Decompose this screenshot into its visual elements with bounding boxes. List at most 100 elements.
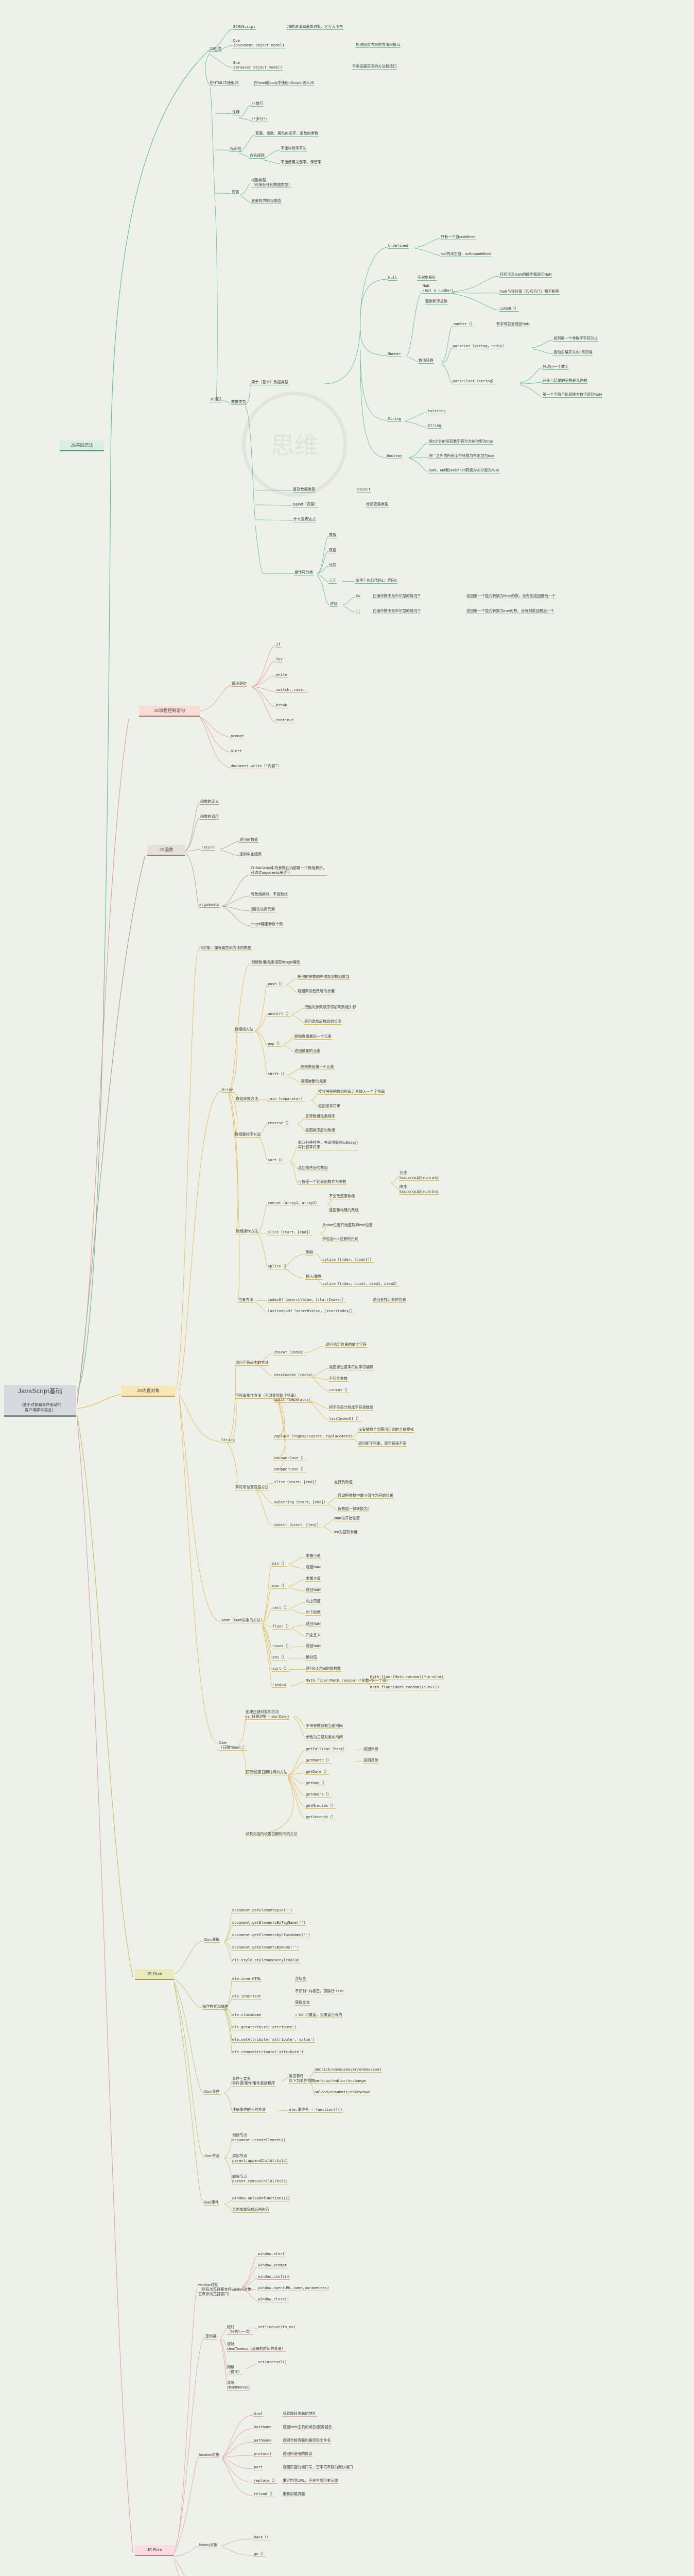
mindmap-node[interactable]: 支持负数值 [334, 1480, 353, 1485]
mindmap-node[interactable]: 清除 clearInterval() [227, 2380, 250, 2391]
mindmap-node[interactable]: 变量 [231, 190, 240, 195]
mindmap-node[interactable]: 参数为日期对象的时间 [305, 1735, 343, 1740]
mindmap-node[interactable]: getSeconds（） [305, 1815, 336, 1820]
mindmap-node[interactable]: 字符串操作方法（不改变原始字符串） [235, 1393, 299, 1399]
mindmap-node[interactable]: getDay（） [305, 1781, 327, 1786]
mindmap-node[interactable]: shift（） [267, 1072, 287, 1077]
mindmap-node[interactable]: Math.floor(Math.random()*(m+1)) [370, 1685, 440, 1690]
mindmap-node[interactable]: 延时 （只执行一次） [227, 2325, 254, 2335]
mindmap-node[interactable]: replace（regexp/substr，replacement） [273, 1434, 355, 1439]
mindmap-node[interactable]: document.getElementsByTagName('') [232, 1920, 306, 1926]
mindmap-node[interactable]: 求最大值 [305, 1576, 321, 1582]
mindmap-node[interactable]: 位置方法 [238, 1297, 254, 1303]
mindmap-node[interactable]: sqrt（） [272, 1666, 289, 1672]
mindmap-node[interactable]: Number [387, 351, 402, 357]
mindmap-node[interactable]: 三元 [328, 578, 337, 584]
mindmap-node[interactable]: Null [388, 275, 398, 281]
mindmap-node[interactable]: 重定向到URL，不会生成历史记录 [282, 2478, 339, 2484]
mindmap-node[interactable]: Dom (document object model) [233, 38, 285, 48]
mindmap-node[interactable]: 检测变量类型 [366, 502, 389, 507]
mindmap-node[interactable]: indexOf（searchValue，[startIndex]） [267, 1297, 346, 1303]
mindmap-node[interactable]: 整数和浮点数 [425, 299, 448, 304]
mindmap-node[interactable]: arguments [199, 902, 220, 908]
mindmap-node[interactable]: 反转数组元素顺序 [305, 1114, 336, 1120]
mindmap-node[interactable]: 数组转换方法 [235, 1096, 259, 1102]
mindmap-node[interactable]: location对象 [199, 2452, 220, 2458]
mindmap-node[interactable]: 删除数组最后一个元素 [294, 1034, 332, 1040]
mindmap-node[interactable]: back（） [253, 2535, 271, 2540]
mindmap-node[interactable]: 页面加载完成后再执行 [232, 2207, 270, 2213]
mindmap-node[interactable]: window对象 （所有浏览器都支持window对象， 它表示浏览器窗口） [198, 2282, 256, 2297]
mindmap-node[interactable]: 负数值一律转换为0 [337, 1506, 370, 1512]
mindmap-node[interactable]: 可接受一个比较函数作为参数 [298, 1179, 347, 1185]
mindmap-node[interactable]: 除0之外的所有数字转为为布尔型为true [428, 439, 494, 445]
mindmap-node[interactable]: 不能以数字开头 [280, 146, 307, 151]
mindmap-node[interactable]: 访问字符串中的方法 [235, 1360, 269, 1366]
branch-title-dom[interactable]: JS Dom [135, 1969, 174, 1980]
mindmap-node[interactable]: unshift（） [267, 1011, 291, 1017]
mindmap-node[interactable]: 数组栈方法 [234, 1027, 254, 1032]
mindmap-node[interactable]: lastIndexOf（） [328, 1416, 361, 1422]
mindmap-node[interactable]: 不能使用关键字，保留字 [280, 160, 322, 165]
mindmap-node[interactable]: 字符串位置取值方法 [235, 1485, 269, 1490]
mindmap-node[interactable]: 函数的调用 [200, 814, 219, 820]
mindmap-node[interactable]: 操作符分类 [294, 570, 314, 575]
mindmap-node[interactable]: 在操作数不是布尔型的情况下 [372, 594, 422, 599]
mindmap-node[interactable]: document.getElementsByName('') [232, 1945, 300, 1951]
mindmap-node[interactable]: floor（） [272, 1624, 292, 1630]
mindmap-node[interactable]: 间歇 （循环） [227, 2365, 242, 2375]
mindmap-node[interactable]: 逻辑 [329, 601, 338, 607]
mindmap-node[interactable]: Dom获取 [204, 1937, 220, 1943]
mindmap-node[interactable]: 比较 [328, 563, 337, 568]
mindmap-node[interactable]: href [253, 2411, 264, 2417]
mindmap-node[interactable]: 循环语句 [231, 681, 247, 687]
mindmap-node[interactable]: Dom事件 [204, 2089, 220, 2095]
mindmap-node[interactable]: String [427, 423, 442, 429]
mindmap-node[interactable]: 插入/替换 [305, 1274, 322, 1280]
mindmap-node[interactable]: slice（start，[end]） [267, 1230, 313, 1235]
mindmap-node[interactable]: if [275, 642, 281, 648]
central-node[interactable]: JavaScript基础 （基于对象和事件驱动的 客户端脚本语言） [4, 1385, 76, 1417]
mindmap-node[interactable]: JS对象：拥有属性和方法的数据 [198, 945, 252, 951]
mindmap-node[interactable]: 四舍五入 [305, 1633, 321, 1638]
mindmap-node[interactable]: window.close() [257, 2297, 290, 2302]
mindmap-node[interactable]: 返回当前页面的路径和文件名 [282, 2438, 332, 2444]
mindmap-node[interactable]: window.confirm [257, 2274, 290, 2280]
mindmap-node[interactable]: for [275, 657, 283, 663]
mindmap-node[interactable]: pathname [253, 2438, 272, 2444]
mindmap-node[interactable]: abs（） [272, 1655, 287, 1660]
mindmap-node[interactable]: 以及对应的设置日期时间的方法 [245, 1832, 298, 1837]
mindmap-node[interactable]: Object [357, 487, 371, 493]
mindmap-node[interactable]: 变量、函数、属性的名字，函数的参数 [255, 131, 319, 137]
mindmap-node[interactable]: 返回被删的元素 [294, 1048, 321, 1054]
mindmap-node[interactable]: 从start位置开始截取到end位置 [322, 1223, 373, 1228]
mindmap-node[interactable]: ele.style.styleName=styleValue [232, 1958, 300, 1963]
mindmap-node[interactable]: String [387, 416, 402, 422]
mindmap-node[interactable]: 在HTML中使用JS [209, 80, 239, 86]
mindmap-node[interactable]: push（） [267, 981, 285, 987]
mindmap-node[interactable]: 事件三要素 事件源/事件/事件驱动程序 [232, 2076, 276, 2087]
mindmap-node[interactable]: port [253, 2465, 264, 2470]
mindmap-node[interactable]: reload（） [253, 2492, 275, 2497]
mindmap-node[interactable]: 清除 clearTimeout（设置的时间的变量） [227, 2342, 286, 2352]
mindmap-node[interactable]: 删除数组第一个元素 [300, 1064, 335, 1070]
mindmap-node[interactable]: Dom节点 [204, 2154, 220, 2159]
mindmap-node[interactable]: 返回0-1之间的随机数 [305, 1666, 341, 1672]
mindmap-node[interactable]: 删除节点 parent.removeChild(child) [232, 2174, 289, 2184]
mindmap-node[interactable]: 不包含end位置的元素 [322, 1236, 359, 1242]
mindmap-node[interactable]: Undefined [388, 243, 409, 249]
mindmap-node[interactable]: 在head或body中使用<Script>嵌入JS [253, 80, 315, 86]
mindmap-node[interactable]: 赋值 [328, 548, 337, 553]
mindmap-node[interactable]: 删除 [305, 1250, 314, 1256]
mindmap-node[interactable]: ECMAScript中的参数在内部用一个数组表示， 可通过arguments来访… [250, 866, 327, 876]
mindmap-node[interactable]: 返回NaN [305, 1587, 321, 1593]
mindmap-node[interactable]: 开头与结尾的空格是允许的 [542, 378, 588, 384]
branch-title-composition[interactable]: JS基础语法 [60, 440, 104, 451]
mindmap-node[interactable]: 变量的声明与赋值 [251, 198, 282, 204]
mindmap-node[interactable]: protocol [253, 2451, 272, 2457]
mindmap-node[interactable]: 返回函数值 [239, 837, 258, 843]
mindmap-node[interactable]: 含标签 [294, 1976, 307, 1982]
mindmap-node[interactable]: onfocus/onblur/onchange [314, 2078, 367, 2084]
mindmap-node[interactable]: 找到第一个非数字字符为止 [553, 336, 599, 342]
mindmap-node[interactable]: 获取/设置日期时间的方法 [245, 1770, 288, 1775]
